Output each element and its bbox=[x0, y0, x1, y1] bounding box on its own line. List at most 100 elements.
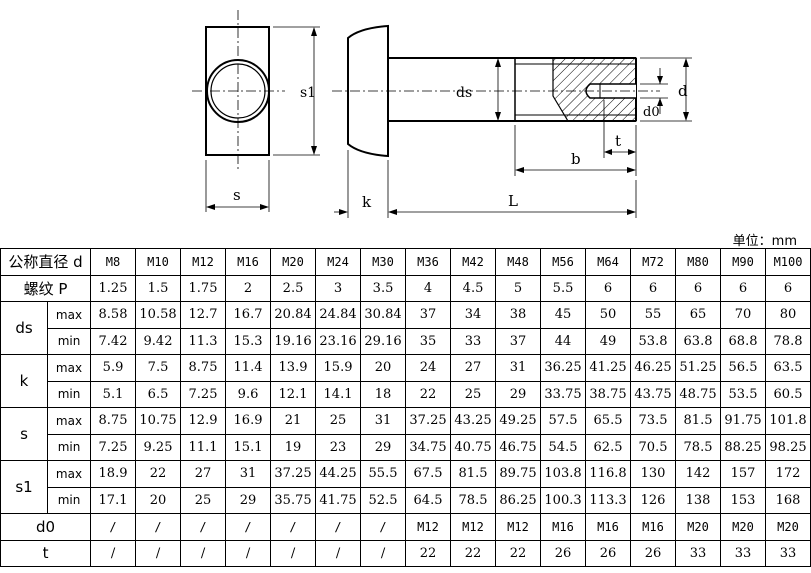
value-cell: 172 bbox=[765, 460, 811, 488]
value-cell: 21 bbox=[270, 407, 317, 435]
value-cell: 14.1 bbox=[315, 380, 362, 408]
value-cell: 9.6 bbox=[225, 380, 272, 408]
value-cell: 29 bbox=[360, 433, 407, 461]
value-cell: 68.8 bbox=[720, 327, 767, 355]
pitch-cell: 4 bbox=[405, 274, 452, 302]
value-cell: 98.25 bbox=[765, 433, 811, 461]
value-cell: 29 bbox=[495, 380, 542, 408]
pitch-cell: 6 bbox=[765, 274, 811, 302]
value-cell: 157 bbox=[720, 460, 767, 488]
nominal-diameter-label: 公称直径 d bbox=[0, 248, 92, 276]
value-cell: 29 bbox=[225, 486, 272, 514]
value-cell: 78.8 bbox=[765, 327, 811, 355]
pitch-label: 螺纹 P bbox=[0, 274, 92, 302]
value-cell: 38 bbox=[495, 301, 542, 329]
value-cell: 10.58 bbox=[135, 301, 182, 329]
t-cell: 33 bbox=[720, 539, 767, 567]
value-cell: 65.5 bbox=[585, 407, 632, 435]
value-cell: 113.3 bbox=[585, 486, 632, 514]
value-cell: 50 bbox=[585, 301, 632, 329]
value-cell: 63.5 bbox=[765, 354, 811, 382]
value-cell: 36.25 bbox=[540, 354, 587, 382]
value-cell: 7.42 bbox=[90, 327, 137, 355]
value-cell: 138 bbox=[675, 486, 722, 514]
d0-cell: M20 bbox=[675, 513, 722, 541]
value-cell: 25 bbox=[315, 407, 362, 435]
value-cell: 45 bbox=[540, 301, 587, 329]
value-cell: 41.25 bbox=[585, 354, 632, 382]
value-cell: 12.7 bbox=[180, 301, 227, 329]
param-label: s bbox=[0, 407, 48, 461]
value-cell: 88.25 bbox=[720, 433, 767, 461]
value-cell: 34.75 bbox=[405, 433, 452, 461]
limit-label: max bbox=[46, 407, 92, 435]
value-cell: 25 bbox=[180, 486, 227, 514]
value-cell: 55.5 bbox=[360, 460, 407, 488]
d0-cell: M16 bbox=[540, 513, 587, 541]
value-cell: 12.1 bbox=[270, 380, 317, 408]
param-label: k bbox=[0, 354, 48, 408]
size-cell: M36 bbox=[405, 248, 452, 276]
value-cell: 20 bbox=[135, 486, 182, 514]
value-cell: 5.9 bbox=[90, 354, 137, 382]
value-cell: 89.75 bbox=[495, 460, 542, 488]
value-cell: 15.1 bbox=[225, 433, 272, 461]
label-s: s bbox=[233, 186, 241, 204]
value-cell: 38.75 bbox=[585, 380, 632, 408]
label-t: t bbox=[615, 132, 621, 150]
t-cell: / bbox=[315, 539, 362, 567]
value-cell: 31 bbox=[495, 354, 542, 382]
d0-cell: / bbox=[360, 513, 407, 541]
value-cell: 81.5 bbox=[450, 460, 497, 488]
value-cell: 44 bbox=[540, 327, 587, 355]
size-cell: M30 bbox=[360, 248, 407, 276]
value-cell: 7.25 bbox=[180, 380, 227, 408]
d0-cell: M12 bbox=[495, 513, 542, 541]
value-cell: 19 bbox=[270, 433, 317, 461]
value-cell: 7.5 bbox=[135, 354, 182, 382]
value-cell: 18 bbox=[360, 380, 407, 408]
value-cell: 100.3 bbox=[540, 486, 587, 514]
size-cell: M48 bbox=[495, 248, 542, 276]
pitch-cell: 6 bbox=[675, 274, 722, 302]
value-cell: 6.5 bbox=[135, 380, 182, 408]
value-cell: 43.25 bbox=[450, 407, 497, 435]
value-cell: 55 bbox=[630, 301, 677, 329]
d0-cell: M12 bbox=[405, 513, 452, 541]
value-cell: 15.3 bbox=[225, 327, 272, 355]
value-cell: 116.8 bbox=[585, 460, 632, 488]
value-cell: 78.5 bbox=[450, 486, 497, 514]
value-cell: 5.1 bbox=[90, 380, 137, 408]
size-cell: M100 bbox=[765, 248, 811, 276]
value-cell: 153 bbox=[720, 486, 767, 514]
d0-cell: M16 bbox=[585, 513, 632, 541]
value-cell: 31 bbox=[360, 407, 407, 435]
value-cell: 130 bbox=[630, 460, 677, 488]
value-cell: 126 bbox=[630, 486, 677, 514]
limit-label: max bbox=[46, 301, 92, 329]
label-s1: s1 bbox=[300, 85, 316, 101]
value-cell: 49.25 bbox=[495, 407, 542, 435]
value-cell: 22 bbox=[135, 460, 182, 488]
value-cell: 11.3 bbox=[180, 327, 227, 355]
value-cell: 11.4 bbox=[225, 354, 272, 382]
value-cell: 49 bbox=[585, 327, 632, 355]
value-cell: 23 bbox=[315, 433, 362, 461]
limit-label: min bbox=[46, 380, 92, 408]
d0-cell: / bbox=[270, 513, 317, 541]
value-cell: 17.1 bbox=[90, 486, 137, 514]
value-cell: 22 bbox=[405, 380, 452, 408]
value-cell: 70 bbox=[720, 301, 767, 329]
value-cell: 8.58 bbox=[90, 301, 137, 329]
value-cell: 9.42 bbox=[135, 327, 182, 355]
d0-cell: / bbox=[135, 513, 182, 541]
value-cell: 43.75 bbox=[630, 380, 677, 408]
limit-label: max bbox=[46, 460, 92, 488]
